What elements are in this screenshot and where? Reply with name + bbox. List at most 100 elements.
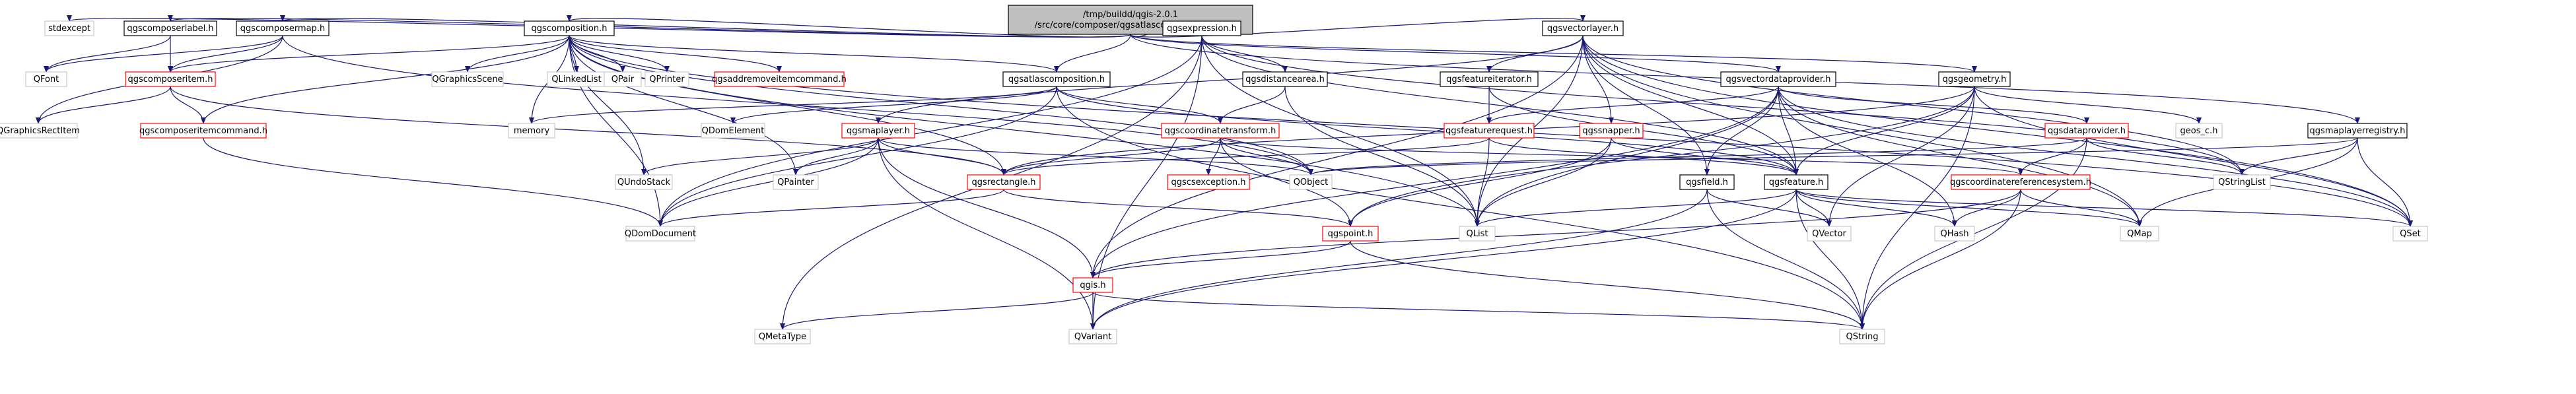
node-qgis-h[interactable]: qgis.h	[1072, 277, 1113, 293]
node-qgscomposition-h[interactable]: qgscomposition.h	[524, 20, 615, 36]
node-label: qgscoordinatetransform.h	[1165, 126, 1276, 136]
node-qgsdistancearea-h[interactable]: qgsdistancearea.h	[1242, 71, 1328, 87]
node-box	[1242, 71, 1328, 87]
node-label: qgsfeatureiterator.h	[1446, 75, 1532, 84]
node-label: qgsdistancearea.h	[1245, 75, 1325, 84]
edge-qgis-h-to-qmetatype	[780, 292, 1094, 330]
node-qgsvectordataprovider-h[interactable]: qgsvectordataprovider.h	[1720, 71, 1836, 87]
edge-qgscoordinatereferencesystem-h-to-qgis-h	[1090, 189, 2021, 279]
node-label: QObject	[1294, 178, 1329, 187]
edge-root-to-qgsgeometry-h	[1130, 34, 1977, 73]
edge-qgsdataprovider-h-to-qstringlist	[2086, 137, 2245, 176]
edge-qgsatlascomposition-h-to-qdomdocument	[658, 86, 1057, 227]
node-qgsrectangle-h[interactable]: qgsrectangle.h	[967, 174, 1041, 190]
node-label: QPrinter	[649, 75, 685, 84]
node-label: QUndoStack	[617, 178, 671, 187]
node-qgsfeature-h[interactable]: qgsfeature.h	[1764, 174, 1828, 190]
edge-root-to-qgscomposition-h	[567, 15, 1131, 38]
edge-qgsmaplayer-h-to-qobject	[878, 137, 1313, 176]
edge-qgsvectordataprovider-h-to-qgsdataprovider-h	[1778, 86, 2089, 124]
edge-qgsfield-h-to-qvector	[1706, 189, 1832, 227]
node-qgscoordinatereferencesystem-h[interactable]: qgscoordinatereferencesystem.h	[1950, 174, 2091, 190]
node-box	[123, 20, 217, 36]
node-qgscomposeritem-h[interactable]: qgscomposeritem.h	[125, 71, 216, 87]
edge-qgsvectordataprovider-h-to-qlist	[1475, 86, 1779, 227]
node-label: /tmp/buildd/qgis-2.0.1	[1083, 10, 1178, 20]
edge-qgscomposeritem-h-to-qgraphicsrectitem	[36, 86, 171, 124]
edge-qgsmaplayer-h-to-qdomdocument	[658, 137, 879, 227]
node-box	[754, 329, 811, 345]
edge-root-to-qgsatlascomposition-h	[1054, 34, 1131, 73]
node-qgscsexception-h[interactable]: qgscsexception.h	[1167, 174, 1250, 190]
node-box	[1072, 277, 1113, 293]
node-label: qgsexpression.h	[1167, 24, 1237, 34]
edge-qgsfeature-h-to-qlist	[1475, 189, 1797, 227]
node-qgsatlascomposition-h[interactable]: qgsatlascomposition.h	[1002, 71, 1111, 87]
node-qgraphicsscene: QGraphicsScene	[431, 71, 504, 87]
edge-qgsexpression-h-to-qlist	[1201, 35, 1480, 227]
node-stdexcept: stdexcept	[44, 20, 94, 36]
edge-qgsvectordataprovider-h-to-qgis-h	[1090, 86, 1779, 279]
edge-qgsfeaturerequest-h-to-qgsrectangle-h	[1001, 137, 1490, 176]
node-qgsaddremoveitemcommand-h[interactable]: qgsaddremoveitemcommand.h	[712, 71, 847, 87]
edge-qgscomposition-h-to-qgsatlascomposition-h	[569, 35, 1059, 73]
edge-qgscomposeritemcommand-h-to-qdomdocument	[203, 137, 663, 227]
edge-qgscoordinatetransform-h-to-qgspoint-h	[1220, 137, 1353, 227]
node-qgsvectorlayer-h[interactable]: qgsvectorlayer.h	[1542, 20, 1624, 36]
edge-qgsmaplayer-h-to-qpainter	[793, 137, 879, 176]
node-qgscomposeritemcommand-h[interactable]: qgscomposeritemcommand.h	[139, 123, 267, 139]
edge-qgscomposition-h-to-qgsaddremoveitemcommand-h	[569, 35, 782, 73]
edge-qgsmaplayerregistry-h-to-qstringlist	[2239, 137, 2358, 176]
node-qgscomposermap-h[interactable]: qgscomposermap.h	[236, 20, 330, 36]
node-label: QMetaType	[759, 332, 806, 342]
node-box	[1289, 174, 1333, 190]
node-qgsexpression-h[interactable]: qgsexpression.h	[1162, 20, 1241, 36]
node-box	[1934, 226, 1975, 242]
node-qgsfeaturerequest-h[interactable]: qgsfeaturerequest.h	[1444, 123, 1535, 139]
node-qstring: QString	[1839, 329, 1885, 345]
node-label: qgscomposerlabel.h	[127, 24, 213, 34]
node-label: qgsfield.h	[1686, 178, 1728, 187]
node-label: qgssnapper.h	[1582, 126, 1640, 136]
edge-qgsatlascomposition-h-to-qgscoordinatetransform-h	[1056, 86, 1223, 124]
edge-qgscoordinatetransform-h-to-qgscoordinatereferencesystem-h	[1220, 137, 2023, 176]
node-qgsfield-h[interactable]: qgsfield.h	[1679, 174, 1735, 190]
node-label: QLinkedList	[551, 75, 601, 84]
node-box	[773, 174, 819, 190]
node-box	[0, 123, 78, 139]
edge-qgsfeature-h-to-qvariant	[1090, 189, 1797, 330]
edge-qgsgeometry-h-to-qset	[1974, 86, 2413, 227]
node-qgscomposerlabel-h[interactable]: qgscomposerlabel.h	[123, 20, 217, 36]
edge-qgsvectordataprovider-h-to-qgsfeature-h	[1778, 86, 1799, 176]
node-qhash: QHash	[1934, 226, 1975, 242]
node-qgsmaplayer-h[interactable]: qgsmaplayer.h	[841, 123, 915, 139]
edge-root-to-qgsvectordataprovider-h	[1130, 34, 1781, 73]
edge-qgsvectorlayer-h-to-qgsmaplayer-h	[876, 35, 1584, 124]
node-label: qgscomposeritem.h	[127, 75, 213, 84]
edge-qgscoordinatetransform-h-to-qgsrectangle-h	[1001, 137, 1221, 176]
edge-qgsvectordataprovider-h-to-qgsfeaturerequest-h	[1486, 86, 1779, 124]
edge-qgsdataprovider-h-to-qobject	[1308, 137, 2087, 176]
node-qgscoordinatetransform-h[interactable]: qgscoordinatetransform.h	[1161, 123, 1280, 139]
edge-qgsfeature-h-to-qstring	[1795, 189, 1865, 330]
edge-qgscoordinatereferencesystem-h-to-qstring	[1860, 189, 2021, 330]
edge-qgscomposition-h-to-qpainter	[569, 35, 798, 176]
node-qgspoint-h[interactable]: qgspoint.h	[1322, 226, 1379, 242]
edge-qgsvectorlayer-h-to-qgsfield-h	[1582, 35, 1710, 176]
node-box	[1167, 174, 1250, 190]
node-qgsfeatureiterator-h[interactable]: qgsfeatureiterator.h	[1440, 71, 1539, 87]
edge-qgscoordinatereferencesystem-h-to-qhash	[1952, 189, 2021, 227]
edge-qgsvectorlayer-h-to-qset	[1582, 35, 2413, 227]
node-label: qgsrectangle.h	[971, 178, 1035, 187]
node-qgsgeometry-h[interactable]: qgsgeometry.h	[1938, 71, 2011, 87]
edge-qgsgeometry-h-to-qstring	[1860, 86, 1975, 330]
edge-qgscomposition-h-to-qprinter	[569, 35, 670, 73]
node-qgsmaplayerregistry-h[interactable]: qgsmaplayerregistry.h	[2307, 123, 2408, 139]
edge-qgsmaplayer-h-to-qundostack	[641, 137, 879, 176]
node-box	[841, 123, 915, 139]
node-box	[236, 20, 330, 36]
node-label: qgsmaplayerregistry.h	[2310, 126, 2406, 136]
node-qgsdataprovider-h[interactable]: qgsdataprovider.h	[2044, 123, 2129, 139]
node-qgssnapper-h[interactable]: qgssnapper.h	[1579, 123, 1644, 139]
node-label: qgsaddremoveitemcommand.h	[712, 75, 847, 84]
